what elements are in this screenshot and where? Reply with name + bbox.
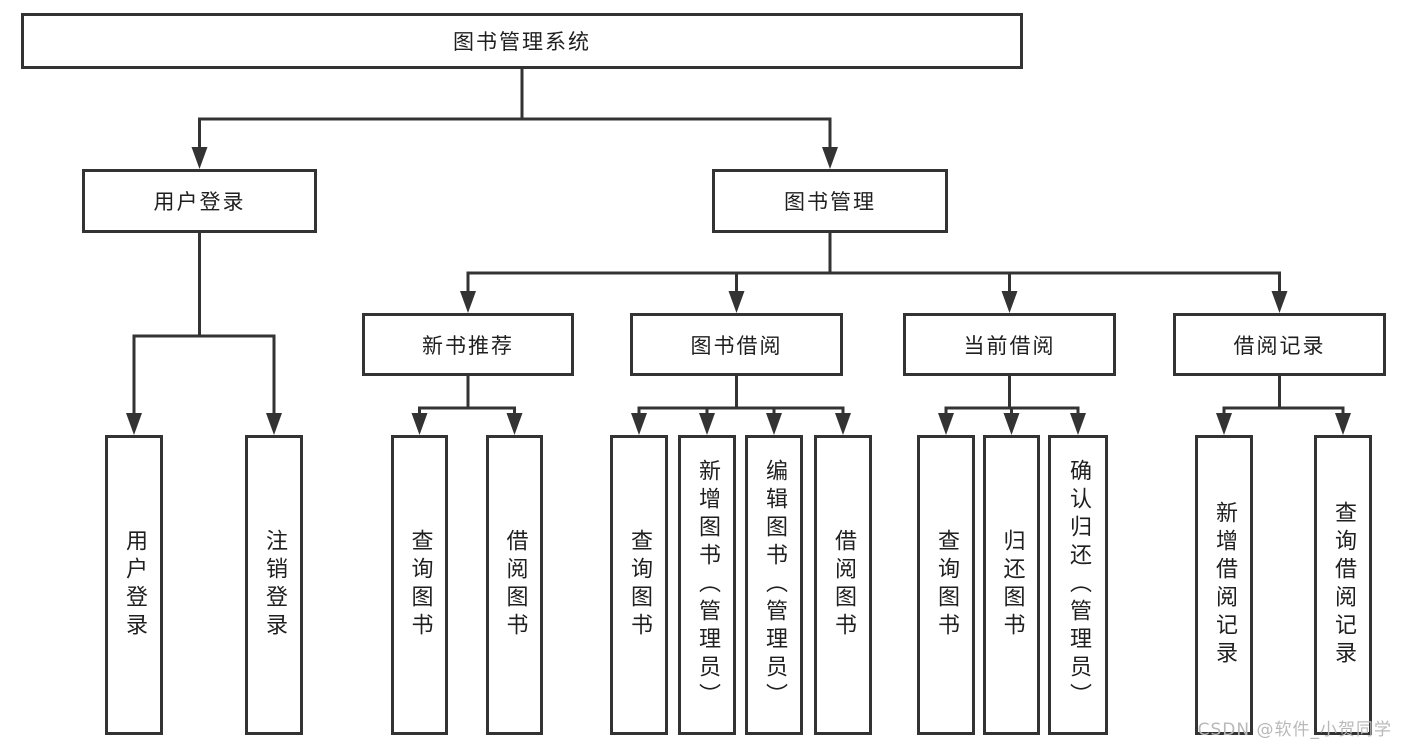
node-label-leaf-user-login: 用户登录 — [122, 529, 147, 641]
arrowhead — [1335, 413, 1351, 435]
node-label-leaf-logout: 注销登录 — [262, 529, 287, 641]
node-label-leaf-borrow-books-2: 借阅图书 — [831, 529, 856, 641]
node-label-root: 图书管理系统 — [453, 30, 591, 54]
arrowhead — [766, 413, 782, 435]
node-leaf-query-borrow-record: 查询借阅记录 — [1314, 435, 1372, 735]
arrowhead — [1003, 413, 1020, 435]
arrowhead — [1271, 291, 1288, 313]
node-label-leaf-borrow-books-1: 借阅图书 — [502, 529, 528, 641]
node-label-leaf-query-books-1: 查询图书 — [407, 529, 433, 641]
node-leaf-user-login: 用户登录 — [105, 435, 163, 735]
node-book-borrowing: 图书借阅 — [630, 313, 843, 376]
node-label-leaf-query-books-2: 查询图书 — [627, 529, 652, 641]
node-label-borrowing-records: 借阅记录 — [1233, 333, 1326, 358]
node-book-management: 图书管理 — [712, 169, 948, 233]
node-label-book-management: 图书管理 — [784, 190, 876, 214]
node-label-current-borrowing: 当前借阅 — [963, 333, 1056, 358]
arrowhead — [411, 413, 428, 435]
node-label-book-borrowing: 图书借阅 — [690, 333, 783, 358]
node-leaf-query-books-3: 查询图书 — [917, 435, 975, 735]
arrowhead — [1216, 413, 1232, 435]
arrowhead — [191, 147, 208, 169]
arrowhead — [460, 291, 476, 313]
node-leaf-borrow-books-1: 借阅图书 — [486, 435, 543, 735]
arrowhead — [699, 413, 715, 435]
node-leaf-borrow-books-2: 借阅图书 — [814, 435, 872, 735]
node-label-leaf-return-books: 归还图书 — [999, 529, 1025, 641]
node-label-leaf-query-borrow-record: 查询借阅记录 — [1331, 501, 1356, 669]
arrowhead — [506, 413, 523, 435]
arrowhead — [266, 413, 282, 435]
node-label-leaf-add-books: 新增图书（管理员） — [695, 459, 720, 711]
node-user-login: 用户登录 — [82, 169, 317, 233]
node-leaf-logout: 注销登录 — [245, 435, 303, 735]
arrowhead — [835, 413, 851, 435]
node-label-leaf-add-borrow-record: 新增借阅记录 — [1212, 501, 1237, 669]
arrowhead — [1070, 413, 1086, 435]
node-leaf-add-books: 新增图书（管理员） — [678, 435, 736, 735]
arrowhead — [938, 413, 954, 435]
arrowhead — [126, 413, 142, 435]
node-label-leaf-confirm-return: 确认归还（管理员） — [1066, 459, 1091, 711]
node-leaf-query-books-2: 查询图书 — [610, 435, 668, 735]
node-leaf-confirm-return: 确认归还（管理员） — [1048, 435, 1108, 735]
arrowhead — [728, 291, 745, 313]
watermark: CSDN @软件_小贺同学 — [1197, 720, 1392, 740]
node-leaf-edit-books: 编辑图书（管理员） — [745, 435, 803, 735]
node-root: 图书管理系统 — [21, 13, 1023, 69]
node-current-borrowing: 当前借阅 — [903, 313, 1116, 376]
node-label-new-book-recommend: 新书推荐 — [422, 333, 514, 358]
node-label-leaf-query-books-3: 查询图书 — [934, 529, 959, 641]
node-leaf-add-borrow-record: 新增借阅记录 — [1195, 435, 1253, 735]
node-label-leaf-edit-books: 编辑图书（管理员） — [762, 459, 787, 711]
arrowhead — [1001, 291, 1018, 313]
node-label-user-login: 用户登录 — [153, 190, 246, 214]
node-new-book-recommend: 新书推荐 — [362, 313, 574, 376]
node-leaf-query-books-1: 查询图书 — [391, 435, 448, 735]
node-leaf-return-books: 归还图书 — [983, 435, 1040, 735]
node-borrowing-records: 借阅记录 — [1173, 313, 1386, 376]
arrowhead — [631, 413, 647, 435]
arrowhead — [822, 147, 838, 169]
